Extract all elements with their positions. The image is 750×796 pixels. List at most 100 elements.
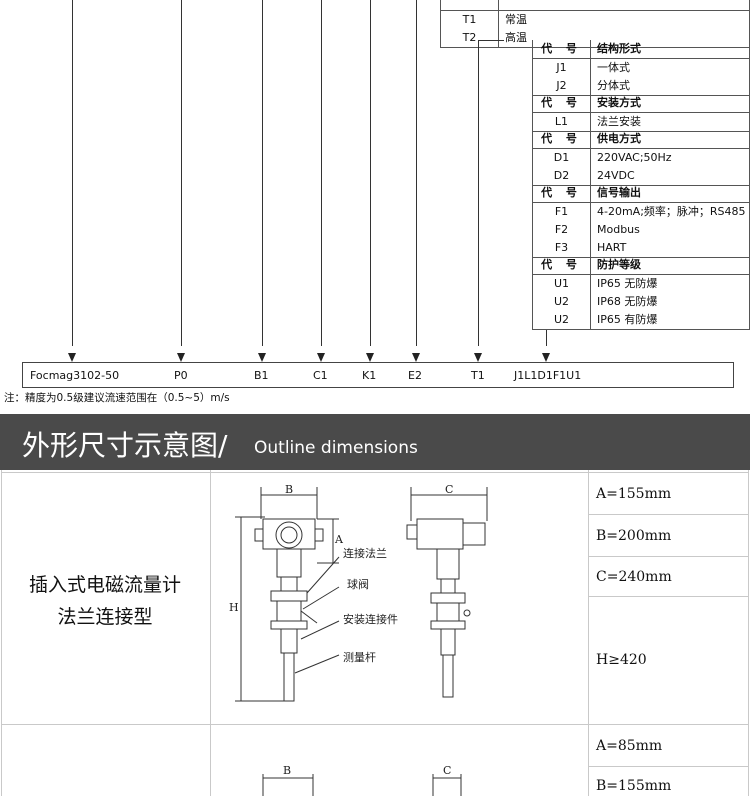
spec-header-code: 代 号 (533, 130, 591, 148)
spec-option-desc: 高温 (505, 31, 527, 44)
spec-option-code: J1 (533, 59, 591, 77)
label-rod: 测量杆 (343, 650, 376, 664)
arrow-down-icon (412, 353, 420, 362)
banner-title-zh: 外形尺寸示意图/ (22, 429, 228, 462)
model-segment: J1L1D1F1U1 (514, 369, 582, 382)
arrow-down-icon (177, 353, 185, 362)
guide-line (72, 0, 73, 346)
spec-header: 代 号信号输出 (533, 184, 749, 203)
arrow-down-icon (258, 353, 266, 362)
guide-line (478, 40, 479, 346)
spec-option: U2 IP65 有防爆 (533, 311, 749, 330)
model-segment: C1 (313, 369, 328, 382)
spec-header-code: 代 号 (533, 184, 591, 202)
label-c: C (445, 483, 453, 496)
spec-header: 代 号防护等级 (533, 256, 749, 275)
label-flange: 连接法兰 (343, 546, 387, 560)
dimension-a2: A=85mm (596, 738, 663, 754)
spec-option-desc: 4-20mA;频率；脉冲；RS485 (597, 205, 746, 218)
spec-header: 代 号结构形式 (533, 40, 749, 59)
accuracy-note: 注：精度为0.5级建议流速范围在（0.5~5）m/s (4, 392, 230, 404)
model-segment: E2 (408, 369, 422, 382)
spec-option-code: T2 (441, 29, 499, 47)
spec-option-desc: 一体式 (597, 61, 630, 74)
spec-option-desc: IP68 无防爆 (597, 295, 658, 308)
spec-header-title: 供电方式 (597, 132, 641, 145)
spec-header-title: 信号输出 (597, 186, 641, 199)
spec-header-title: 结构形式 (597, 42, 641, 55)
spec-group: T1 常温 T2 高温 (440, 0, 750, 48)
model-code-box (22, 362, 734, 388)
spec-header-title: 安装方式 (597, 96, 641, 109)
dimension-b2: B=155mm (596, 778, 672, 794)
label-c-2: C (443, 764, 451, 777)
spec-header-code: 代 号 (533, 40, 591, 58)
dimension-h: H≥420 (596, 652, 647, 668)
guide-line (181, 0, 182, 346)
spec-option-code: U2 (533, 311, 591, 329)
label-valve: 球阀 (347, 577, 369, 591)
dimension-c: C=240mm (596, 569, 672, 585)
spec-header-title: 防护等级 (597, 258, 641, 271)
spec-option-desc: 220VAC;50Hz (597, 151, 672, 164)
spec-option: J2 分体式 (533, 77, 749, 96)
spec-option-desc: 常温 (505, 13, 527, 26)
spec-option-code: U2 (533, 293, 591, 311)
arrow-down-icon (68, 353, 76, 362)
outline-drawing: B A H C 连接法兰 球阀 安装连接件 测量杆 (229, 483, 488, 702)
spec-option: F3 HART (533, 239, 749, 258)
spec-header: 代 号安装方式 (533, 94, 749, 113)
spec-header: 代 号供电方式 (533, 130, 749, 149)
arrow-down-icon (542, 353, 550, 362)
guide-line (321, 0, 322, 346)
model-segment: P0 (174, 369, 188, 382)
product-name-line2: 法兰连接型 (57, 606, 153, 628)
spec-option-code: L1 (533, 113, 591, 131)
spec-option-code: J2 (533, 77, 591, 95)
guide-line (370, 0, 371, 346)
model-segment: T1 (471, 369, 485, 382)
label-b: B (285, 483, 293, 496)
spec-option: J1 一体式 (533, 59, 749, 77)
spec-option-code: U1 (533, 275, 591, 293)
model-segment: Focmag3102-50 (30, 369, 120, 382)
outline-drawing-2: B C (262, 764, 462, 796)
guide-line (546, 330, 547, 346)
spec-option: U2 IP68 无防爆 (533, 293, 749, 311)
label-h: H (229, 601, 239, 614)
dimension-a: A=155mm (596, 486, 672, 502)
spec-header-code: 代 号 (533, 94, 591, 112)
spec-option-code: F2 (533, 221, 591, 239)
spec-option-desc: Modbus (597, 223, 640, 236)
label-fitting: 安装连接件 (343, 612, 398, 626)
spec-option-code: D1 (533, 149, 591, 167)
spec-option-desc: IP65 有防爆 (597, 313, 658, 326)
spec-option: F2 Modbus (533, 221, 749, 239)
spec-header-code: 代 号 (533, 256, 591, 274)
guide-line (262, 0, 263, 346)
spec-option-desc: 法兰安装 (597, 115, 641, 128)
spec-option-code: D2 (533, 167, 591, 185)
spec-header (441, 0, 749, 11)
model-segment: B1 (254, 369, 269, 382)
guide-line (416, 0, 417, 346)
spec-option-code: F3 (533, 239, 591, 257)
arrow-down-icon (366, 353, 374, 362)
spec-option-desc: IP65 无防爆 (597, 277, 658, 290)
spec-option-desc: HART (597, 241, 627, 254)
product-name-line1: 插入式电磁流量计 (28, 574, 181, 596)
spec-option: L1 法兰安装 (533, 113, 749, 132)
arrow-down-icon (317, 353, 325, 362)
model-segment: K1 (362, 369, 377, 382)
outline-table: 插入式电磁流量计 法兰连接型 A=155mm B=200mm C=240mm H… (0, 470, 750, 796)
spec-option-code: T1 (441, 11, 499, 29)
spec-option: D1 220VAC;50Hz (533, 149, 749, 167)
spec-option: U1 IP65 无防爆 (533, 275, 749, 293)
spec-option-desc: 分体式 (597, 79, 630, 92)
section-banner: 外形尺寸示意图/ Outline dimensions (0, 414, 750, 470)
